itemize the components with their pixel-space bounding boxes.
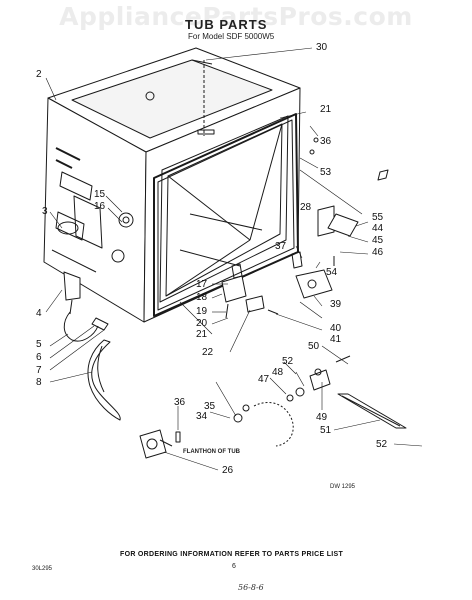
tub-top-recess (71, 59, 273, 139)
callout-36-lower: 36 (174, 397, 186, 408)
callout-19: 19 (196, 306, 208, 317)
callout-20: 20 (196, 318, 208, 329)
callout-6: 6 (36, 352, 42, 363)
callout-26: 26 (222, 465, 234, 476)
callout-22: 22 (202, 347, 214, 358)
sheet-code: 30L295 (32, 566, 53, 572)
callout-3: 3 (42, 206, 48, 217)
drawing-number: DW 1295 (330, 484, 356, 490)
callout-28: 28 (300, 202, 312, 213)
callout-17: 17 (196, 279, 208, 290)
model-subtitle: For Model SDF 5000W5 (188, 32, 275, 41)
callout-44: 44 (372, 223, 384, 234)
callout-8: 8 (36, 377, 42, 388)
ordering-info-footer: FOR ORDERING INFORMATION REFER TO PARTS … (120, 551, 344, 558)
callout-50: 50 (308, 341, 320, 352)
handwritten-note: 56-8-6 (238, 583, 264, 592)
drain-hose (87, 339, 121, 421)
page-number: 6 (232, 563, 236, 570)
callout-39: 39 (330, 299, 342, 310)
tub-top-vent (145, 91, 155, 101)
callout-52-lower: 52 (376, 439, 388, 450)
callout-30: 30 (316, 42, 328, 53)
callout-15: 15 (94, 189, 106, 200)
callout-40: 40 (330, 323, 342, 334)
callout-54: 54 (326, 267, 338, 278)
tub-position-label: FLANTHON OF TUB (183, 449, 240, 455)
callout-53: 53 (320, 167, 332, 178)
callout-48: 48 (272, 367, 284, 378)
callout-18: 18 (196, 292, 208, 303)
callout-34: 34 (196, 411, 208, 422)
callout-51: 51 (320, 425, 332, 436)
callout-47: 47 (258, 374, 270, 385)
callout-55: 55 (372, 212, 384, 223)
watermark: AppliancePartsPros.com (59, 2, 413, 31)
callout-46: 46 (372, 247, 384, 258)
callout-16: 16 (94, 201, 106, 212)
callout-2: 2 (36, 69, 42, 80)
fill-hose-cord (63, 311, 99, 342)
callout-21: 21 (320, 104, 332, 115)
callout-7: 7 (36, 365, 42, 376)
callout-35: 35 (204, 401, 216, 412)
callout-36: 36 (320, 136, 332, 147)
callout-37: 37 (275, 241, 287, 252)
callout-4: 4 (36, 308, 42, 319)
pump-assembly (139, 429, 167, 459)
tub-door-opening (159, 115, 289, 303)
callout-5: 5 (36, 339, 42, 350)
callout-49: 49 (316, 412, 328, 423)
page-title: TUB PARTS (185, 17, 268, 32)
callout-45: 45 (372, 235, 384, 246)
callout-52: 52 (282, 356, 294, 367)
callout-41: 41 (330, 334, 342, 345)
callout-21-lower: 21 (196, 329, 208, 340)
